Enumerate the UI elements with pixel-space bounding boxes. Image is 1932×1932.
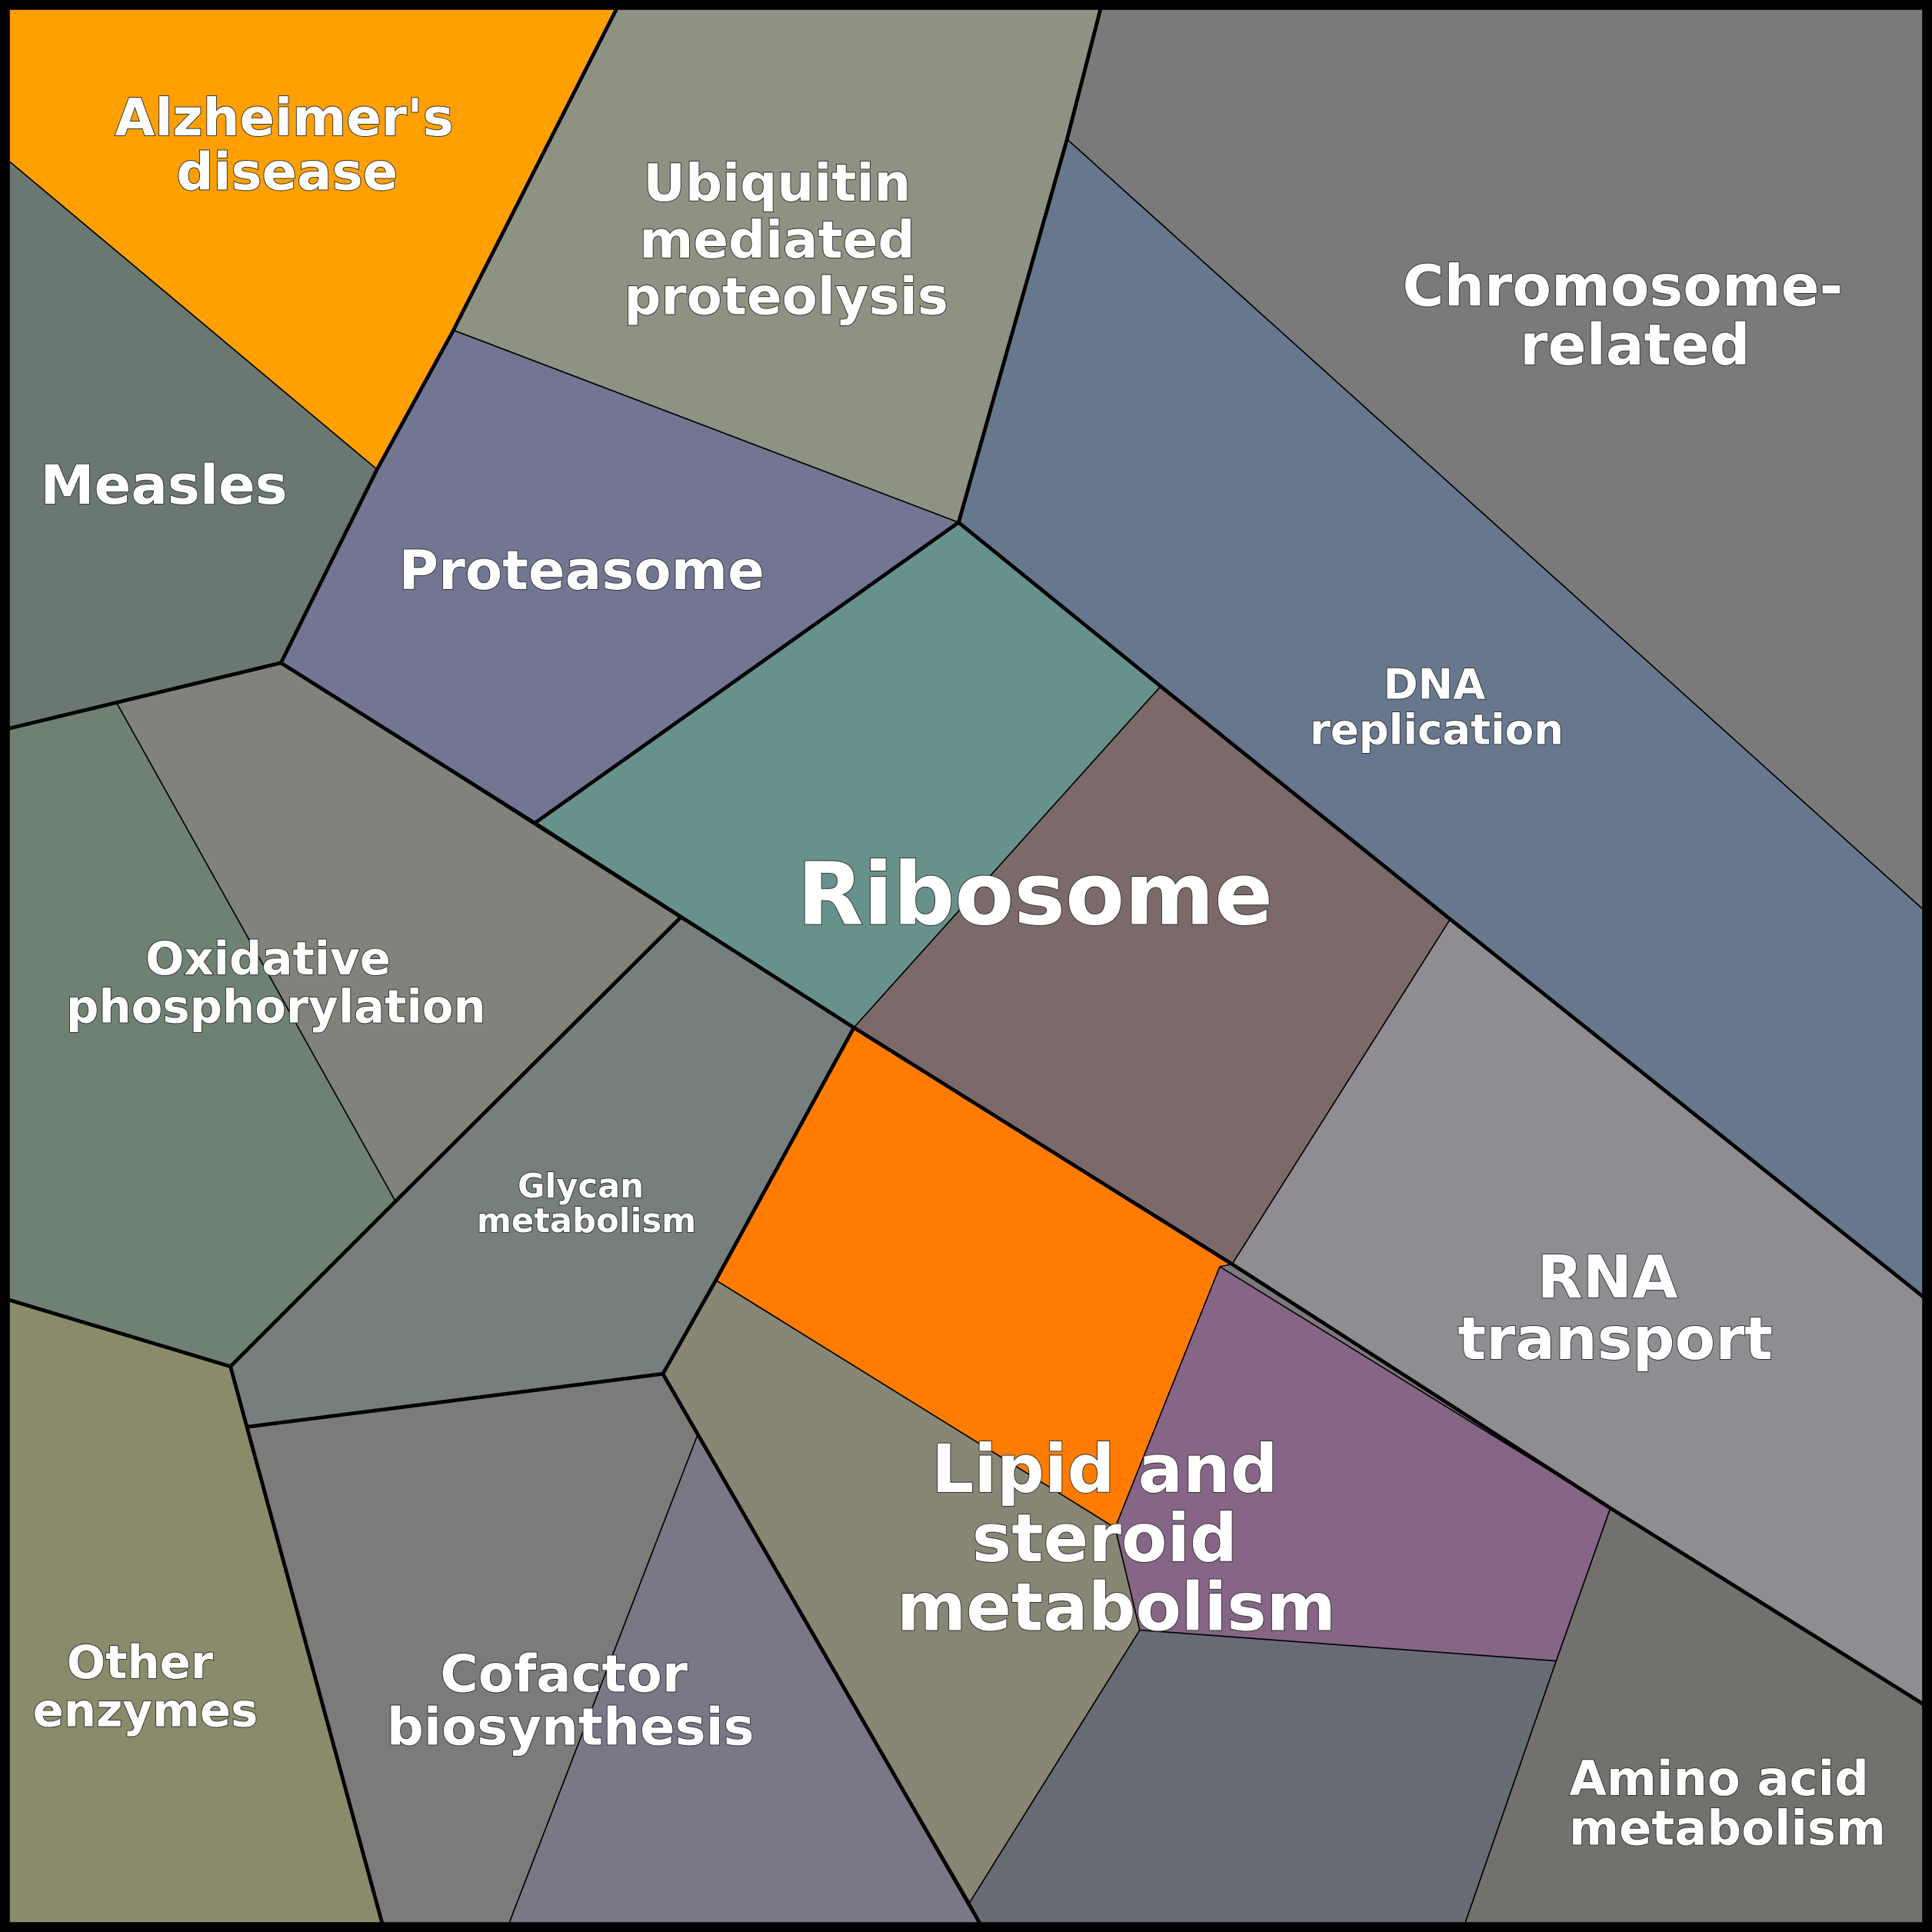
- label-chromosome: Chromosome- related: [1403, 254, 1863, 378]
- group-border-diagonal: [278, 661, 1929, 1709]
- group-border-lipid: [661, 1371, 984, 1929]
- group-border-glycan: [228, 916, 682, 1369]
- group-border-ribosome: [956, 520, 1929, 1302]
- label-glycan: Glycan metabolism: [477, 1168, 696, 1241]
- label-dna-replication: DNA replication: [1310, 659, 1564, 754]
- group-border-cofactor: [245, 1025, 856, 1429]
- label-rna-transport: RNA transport: [1458, 1244, 1774, 1374]
- label-cofactor: Cofactor biosynthesis: [387, 1644, 754, 1757]
- label-proteasome: Proteasome: [398, 539, 764, 602]
- label-other-enzymes: Other enzymes: [33, 1636, 258, 1737]
- label-amino-acid: Amino acid metabolism: [1569, 1750, 1886, 1856]
- label-lipid: Lipid and steroid metabolism: [897, 1431, 1336, 1646]
- group-border-ubiq: [532, 3, 1104, 825]
- label-oxphos: Oxidative phosphorylation: [66, 932, 486, 1033]
- label-measles: Measles: [40, 454, 287, 517]
- label-ribosome: Ribosome: [797, 845, 1273, 945]
- label-ubiquitin: Ubiquitin mediated proteolysis: [624, 153, 948, 326]
- group-border-top: [3, 3, 621, 731]
- label-alzheimers: Alzheimer's disease: [115, 88, 471, 202]
